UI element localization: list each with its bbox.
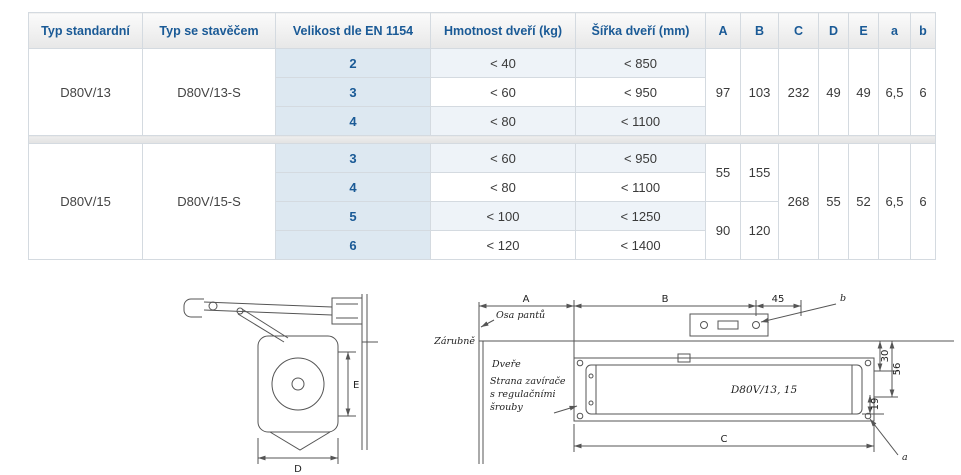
cell-dim-a: 6,5 [878,48,911,136]
technical-drawings: E D [0,286,961,475]
cell-type-standard: D80V/15 [28,143,143,260]
cell-dim-A-top: 55 [705,143,741,202]
dim-label-19: 19 [870,398,881,411]
dim-label-C: C [721,434,728,445]
dim-label-D: D [294,464,302,475]
cell-size: 5 [275,201,431,231]
col-header-weight: Hmotnost dveří (kg) [430,12,576,49]
table-row: 5 < 100 < 1250 90 120 [29,201,936,260]
cell-weight: < 60 [430,143,576,173]
cell-weight: < 60 [430,77,576,107]
cell-door-width: < 1400 [575,230,706,260]
cell-dim-E: 49 [848,48,879,136]
dim-label-B: B [662,294,669,305]
col-header-type-with-hold: Typ se stavěčem [142,12,276,49]
cell-type-with-hold: D80V/15-S [142,143,276,260]
dim-label-A: A [523,294,530,305]
cell-weight: < 40 [430,48,576,78]
table-row: 3 < 60 < 950 [29,77,936,107]
cell-dim-D: 49 [818,48,849,136]
installation-diagram-lines [478,300,954,464]
cell-dim-C: 268 [778,143,819,260]
cell-door-width: < 1250 [575,201,706,231]
dim-label-E: E [353,380,359,391]
dim-label-a: a [902,452,908,463]
cell-dim-a: 6,5 [878,143,911,260]
cell-dim-B: 103 [740,48,779,136]
cell-type-with-hold: D80V/13-S [142,48,276,136]
cell-weight: < 80 [430,172,576,202]
col-header-size: Velikost dle EN 1154 [275,12,431,49]
label-closer-side-line2: s regulačními [490,389,555,400]
cell-weight: < 120 [430,230,576,260]
cell-dim-B-bottom: 120 [740,201,779,260]
cell-dim-A-bottom: 90 [705,201,741,260]
cell-dim-C: 232 [778,48,819,136]
cell-dim-b: 6 [910,143,936,260]
dim-label-45: 45 [772,294,785,305]
closer-side-view-lines [183,294,378,464]
col-header-a: a [878,12,911,49]
cell-size: 3 [275,143,431,173]
label-hinge-axis: Osa pantů [496,309,545,321]
cell-weight: < 100 [430,201,576,231]
col-header-C: C [778,12,819,49]
table-row: 4 < 80 < 1100 [29,106,936,136]
cell-door-width: < 1100 [575,172,706,202]
spec-table-wrap: Typ standardní Typ se stavěčem Velikost … [28,12,936,260]
dim-label-b: b [840,293,846,304]
cell-size: 2 [275,48,431,78]
label-frame: Zárubně [434,336,475,347]
col-header-E: E [848,12,879,49]
cell-door-width: < 1100 [575,106,706,136]
label-model: D80V/13, 15 [730,384,798,396]
header-row: Typ standardní Typ se stavěčem Velikost … [28,12,936,49]
door-closer-spec-table: Typ standardní Typ se stavěčem Velikost … [28,12,936,260]
dim-label-30: 30 [880,350,891,363]
cell-door-width: < 950 [575,77,706,107]
cell-size: 4 [275,106,431,136]
cell-dim-D: 55 [818,143,849,260]
table-row: 6 < 120 < 1400 [29,230,936,260]
spacer-cell [28,135,936,144]
cell-dim-b: 6 [910,48,936,136]
col-header-D: D [818,12,849,49]
label-closer-side-line3: šrouby [490,402,523,413]
cell-dim-B-top: 155 [740,143,779,202]
label-door: Dveře [491,359,521,370]
cell-size: 4 [275,172,431,202]
cell-size: 6 [275,230,431,260]
cell-dim-E: 52 [848,143,879,260]
col-header-A: A [705,12,741,49]
label-closer-side-line1: Strana zavírače [490,376,566,387]
closer-side-view-drawing: E D [183,294,378,475]
col-header-type-standard: Typ standardní [28,12,143,49]
group-spacer-row [28,135,936,144]
col-header-B: B [740,12,779,49]
cell-weight: < 80 [430,106,576,136]
col-header-door-width: Šířka dveří (mm) [575,12,706,49]
cell-door-width: < 950 [575,143,706,173]
cell-type-standard: D80V/13 [28,48,143,136]
cell-size: 3 [275,77,431,107]
table-row: 4 < 80 < 1100 [29,172,936,202]
dim-label-56: 56 [892,363,903,376]
cell-dim-A: 97 [705,48,741,136]
col-header-b: b [910,12,936,49]
table-row: D80V/13 D80V/13-S 2 < 40 < 850 97 103 23… [28,48,936,136]
table-row: D80V/15 D80V/15-S 3 < 60 < 950 55 155 26… [28,143,936,260]
cell-door-width: < 850 [575,48,706,78]
installation-diagram: A B 45 b Osa pantů Zárubně Dveře Strana … [434,293,954,464]
